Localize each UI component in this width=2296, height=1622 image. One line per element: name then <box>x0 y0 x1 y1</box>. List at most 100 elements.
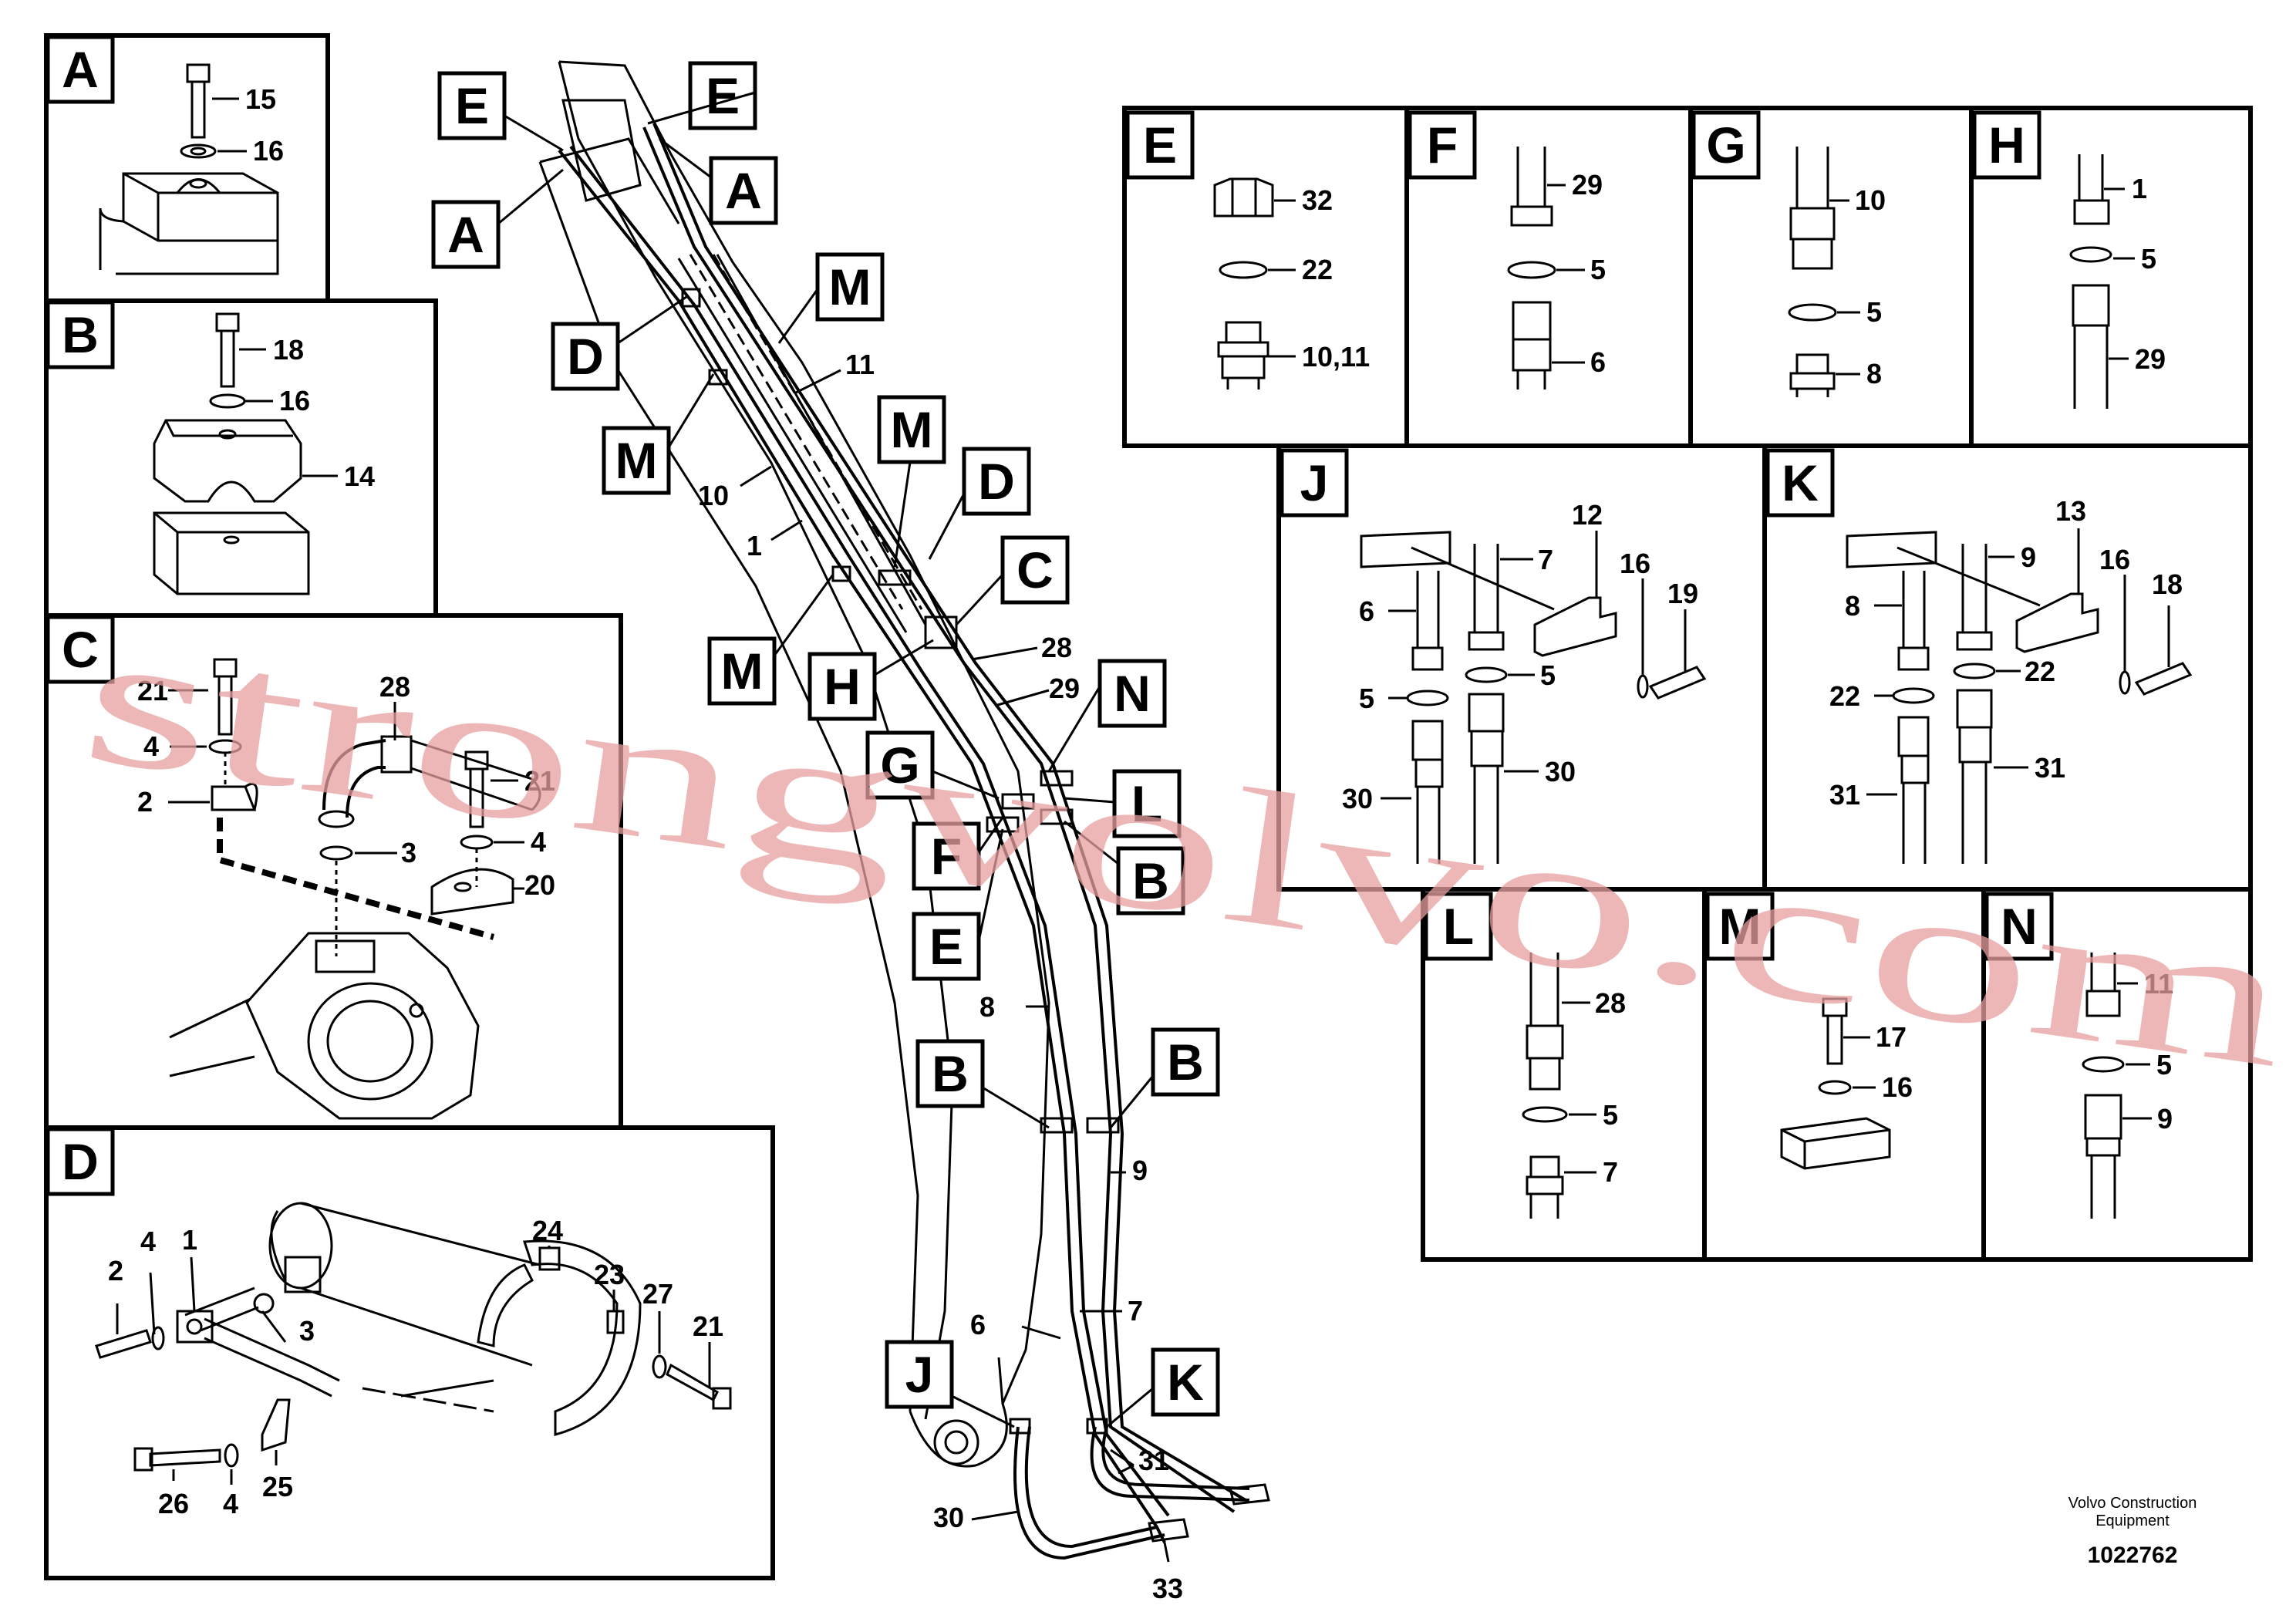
panel-a-letter: A <box>62 41 99 98</box>
part-label: 10,11 <box>1302 341 1370 373</box>
part-label: 11 <box>845 349 875 380</box>
part-label: 10 <box>1855 184 1886 216</box>
part-label: 2 <box>137 786 153 818</box>
callout-m: M <box>721 642 764 700</box>
part-label: 30 <box>933 1502 964 1533</box>
part-label: 1 <box>747 530 762 561</box>
part-label: 8 <box>979 991 995 1023</box>
fitting-icon <box>1217 321 1269 389</box>
main-part-labels: 11 10 1 28 29 8 9 7 6 31 30 33 <box>698 349 1183 1604</box>
part-label: 10 <box>698 480 729 511</box>
part-label: 4 <box>223 1488 238 1519</box>
callout-d: D <box>567 328 604 385</box>
part-label: 16 <box>253 135 284 167</box>
part-label: 11 <box>2144 968 2173 1000</box>
callout-h: H <box>824 658 861 715</box>
panel-a: A 15 16 <box>44 33 330 303</box>
callout-l: L <box>1131 775 1162 832</box>
part-label: 19 <box>1667 578 1698 609</box>
callout-k: K <box>1167 1354 1204 1411</box>
part-label: 32 <box>1302 184 1333 216</box>
part-label: 22 <box>2025 656 2055 687</box>
panel-e: E 32 22 10,11 <box>1122 106 1409 448</box>
callout-e: E <box>929 918 963 975</box>
panel-f: F 29 5 6 <box>1404 106 1693 448</box>
panel-d-letter: D <box>62 1133 99 1190</box>
part-label: 12 <box>1572 499 1603 531</box>
callout-m: M <box>829 258 872 315</box>
part-label: 15 <box>245 83 276 115</box>
panel-m-letter: M <box>1719 898 1762 955</box>
panel-d: D 2 <box>44 1125 775 1580</box>
part-label: 31 <box>1829 779 1860 811</box>
callout-e: E <box>706 67 740 124</box>
part-label: 1 <box>2132 173 2147 204</box>
cylinder-icon <box>169 932 480 1120</box>
part-label: 3 <box>401 837 416 868</box>
callout-j: J <box>905 1346 934 1403</box>
part-label: 22 <box>1302 254 1333 285</box>
cylinder-icon <box>268 1202 541 1367</box>
panel-h-letter: H <box>1988 116 2025 174</box>
part-label: 28 <box>1041 632 1072 663</box>
panel-j-letter: J <box>1300 454 1329 511</box>
part-label: 18 <box>273 334 304 366</box>
part-label: 8 <box>1866 358 1882 389</box>
panel-g-letter: G <box>1706 116 1745 174</box>
part-label: 29 <box>1049 673 1080 704</box>
panel-m: M 17 16 <box>1702 887 1986 1262</box>
bolt-icon <box>180 63 217 159</box>
part-label: 17 <box>1876 1021 1907 1053</box>
part-label: 29 <box>2135 343 2166 375</box>
callout-leaders <box>497 91 1155 1428</box>
part-label: 23 <box>594 1259 625 1290</box>
part-label: 5 <box>1359 683 1374 714</box>
part-label: 16 <box>1620 548 1650 579</box>
panel-l-letter: L <box>1443 898 1474 955</box>
panel-h: H 1 5 29 <box>1969 106 2253 448</box>
part-label: 16 <box>279 385 310 416</box>
part-label: 9 <box>1132 1155 1148 1186</box>
spacer-block-icon <box>153 511 310 595</box>
part-label: 5 <box>1603 1099 1618 1131</box>
company-line-1: Volvo Construction <box>2068 1495 2197 1512</box>
part-label: 6 <box>1590 346 1606 378</box>
part-label: 29 <box>1572 169 1603 201</box>
part-label: 13 <box>2055 495 2086 527</box>
part-label: 33 <box>1152 1573 1183 1604</box>
part-label: 5 <box>2141 243 2156 275</box>
clamp-block-icon <box>99 172 279 275</box>
panel-c-letter: C <box>62 621 99 678</box>
callout-m: M <box>891 401 933 458</box>
part-label: 30 <box>1545 756 1576 787</box>
callout-b: B <box>932 1045 969 1102</box>
panel-j: J 12 7 16 19 6 5 5 30 30 <box>1276 443 1767 892</box>
part-label: 3 <box>299 1315 315 1347</box>
panel-f-letter: F <box>1427 116 1458 174</box>
callout-c: C <box>1017 541 1054 599</box>
part-label: 30 <box>1342 783 1373 814</box>
part-label: 5 <box>1590 254 1606 285</box>
callout-d: D <box>978 453 1015 510</box>
part-label: 31 <box>1138 1445 1169 1476</box>
title-block: Volvo Construction Equipment 1022762 <box>2068 1495 2197 1568</box>
part-label: 4 <box>140 1226 156 1257</box>
callout-m: M <box>615 432 658 489</box>
part-label: 5 <box>1866 296 1882 328</box>
panel-g: G 10 5 8 <box>1688 106 1974 448</box>
part-label: 4 <box>143 730 159 762</box>
part-label: 5 <box>1540 659 1556 691</box>
bolt-icon <box>209 312 246 409</box>
part-label: 26 <box>158 1488 189 1519</box>
part-label: 14 <box>344 460 375 492</box>
clamp-cap-icon <box>153 419 302 503</box>
callout-a: A <box>447 206 484 263</box>
part-label: 7 <box>1538 544 1553 575</box>
callout-e: E <box>455 77 489 134</box>
callout-f: F <box>931 828 962 885</box>
panel-e-letter: E <box>1143 116 1177 174</box>
part-label: 24 <box>532 1215 563 1246</box>
part-label: 5 <box>2156 1049 2172 1081</box>
part-label: 6 <box>970 1309 986 1340</box>
